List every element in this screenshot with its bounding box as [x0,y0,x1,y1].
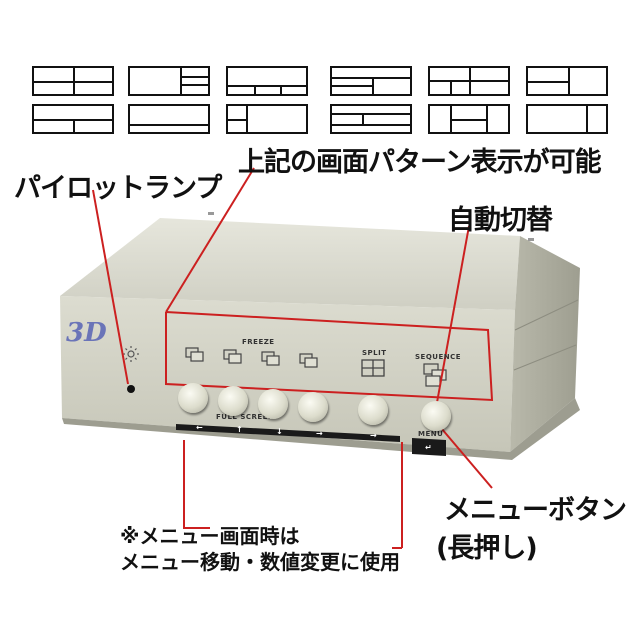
layout-pattern-right-half [526,66,608,96]
sequence-menu-button[interactable] [421,401,451,431]
sun-icon [123,346,139,362]
layout-pattern-narrow-right [526,104,608,134]
auto-switch-label: 自動切替 [448,205,553,236]
auto-switch-leader [435,225,470,409]
layout-pattern-three-top [428,66,510,96]
device-top [60,218,520,310]
freeze-icons [185,347,318,368]
freeze-button-1[interactable] [178,383,208,413]
menu-label: MENU [418,430,444,438]
layout-pattern-center-box [330,104,412,134]
freeze-label: FREEZE [242,338,275,346]
sequence-icon [423,363,447,387]
note-line-1: ※メニュー画面時は [120,524,300,548]
sequence-label: SEQUENCE [415,353,462,361]
pilot-lamp-label: パイロットランプ [14,173,222,204]
enter-icon: ↵ [425,443,433,452]
pattern-caption-leader [165,167,255,313]
layout-pattern-main-bottom-split [226,66,308,96]
menu-button-sub-label: (長押し) [436,533,538,564]
split-icon [361,359,385,377]
arrow-strip [176,424,400,442]
arrow-up-icon: ↑ [236,425,244,434]
arrow-right-icon: → [370,431,378,440]
layout-pattern-v-split [226,104,308,134]
freeze-button-3[interactable] [258,389,288,419]
arrow-right-icon: → [316,429,324,438]
layout-pattern-three-col [428,104,510,134]
arrow-left-icon: ← [196,423,204,432]
menu-button-leader [435,421,493,489]
full-screen-label: FULL SCREEN [216,413,275,421]
layout-pattern-tall-left [330,66,412,96]
layout-pattern-h-split [32,104,114,134]
brand-logo: 3D [66,318,107,348]
menu-strip [412,438,446,456]
split-button[interactable] [358,395,388,425]
device-side [510,236,580,452]
menu-button-label: メニューボタン [444,495,627,526]
note-bracket [183,440,210,529]
split-label: SPLIT [362,349,387,357]
layout-pattern-quad [32,66,114,96]
layout-pattern-bottom-bar [128,104,210,134]
layout-pattern-main-right-split [128,66,210,96]
freeze-button-2[interactable] [218,386,248,416]
note-line-2: メニュー移動・数値変更に使用 [120,550,400,574]
freeze-button-4[interactable] [298,392,328,422]
device-front [60,296,515,452]
highlight-box [165,311,494,402]
pilot-lamp-leader [92,189,129,385]
pattern-caption: 上記の画面パターン表示が可能 [238,147,602,178]
arrow-down-icon: ↓ [276,427,284,436]
pilot-lamp [127,385,135,393]
